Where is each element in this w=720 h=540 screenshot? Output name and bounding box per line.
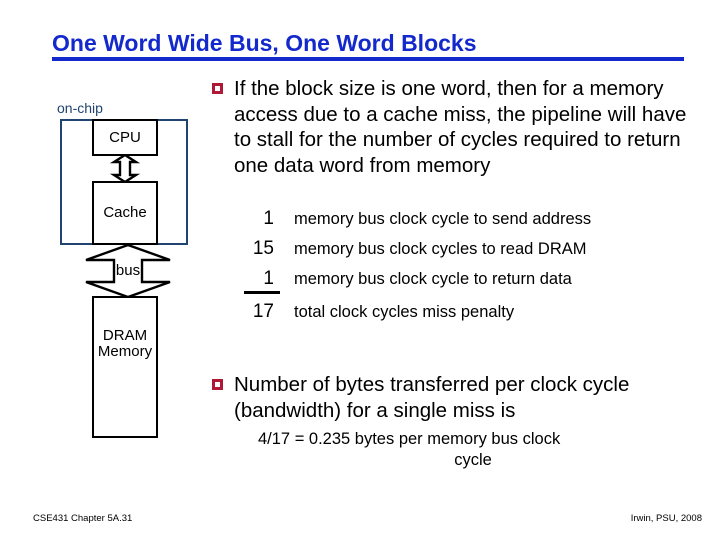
memory-bus-arrow-icon bbox=[85, 245, 171, 297]
bandwidth-formula: 4/17 = 0.235 bytes per memory bus clock … bbox=[212, 429, 708, 471]
bullet-item-text: Number of bytes transferred per clock cy… bbox=[234, 373, 630, 422]
bullet-item: Number of bytes transferred per clock cy… bbox=[212, 372, 708, 423]
cycle-row: 15 memory bus clock cycles to read DRAM bbox=[236, 238, 666, 268]
memory-hierarchy-diagram: on-chip CPU Cache bus DRAM Memory bbox=[0, 0, 220, 460]
cache-block: Cache bbox=[92, 181, 158, 245]
cycle-total-description: total clock cycles miss penalty bbox=[294, 303, 515, 321]
footer-course-label: CSE431 Chapter 5A.31 bbox=[33, 513, 133, 524]
cycle-description: memory bus clock cycle to send address bbox=[294, 210, 592, 228]
dram-memory-block: DRAM Memory bbox=[92, 296, 158, 438]
bandwidth-formula-line2: cycle bbox=[454, 451, 492, 469]
cycle-count-with-sum-rule: 1 bbox=[244, 268, 280, 294]
cycle-count: 1 bbox=[263, 208, 274, 229]
cpu-cache-connector-arrow-icon bbox=[109, 155, 141, 182]
footer-attribution-label: Irwin, PSU, 2008 bbox=[630, 513, 702, 524]
first-bullet-block: If the block size is one word, then for … bbox=[212, 76, 708, 178]
dram-memory-block-label: DRAM Memory bbox=[98, 328, 152, 360]
dram-label-line1: DRAM bbox=[102, 327, 148, 344]
cycle-row: 1 memory bus clock cycle to return data bbox=[236, 268, 666, 301]
cpu-block-label: CPU bbox=[109, 128, 141, 146]
miss-penalty-breakdown: 1 memory bus clock cycle to send address… bbox=[236, 208, 666, 331]
cycle-description: memory bus clock cycles to read DRAM bbox=[294, 240, 587, 258]
bullet-square-icon bbox=[212, 379, 223, 390]
cache-block-label: Cache bbox=[103, 204, 147, 222]
onchip-label: on-chip bbox=[57, 100, 103, 116]
cycle-total-row: 17 total clock cycles miss penalty bbox=[236, 301, 666, 331]
bandwidth-formula-line1: 4/17 = 0.235 bytes per memory bus clock bbox=[258, 430, 561, 448]
cycle-description: memory bus clock cycle to return data bbox=[294, 270, 572, 288]
bus-label: bus bbox=[115, 262, 141, 279]
cycle-count: 15 bbox=[252, 238, 274, 259]
bullet-square-icon bbox=[212, 83, 223, 94]
bullet-item: If the block size is one word, then for … bbox=[212, 76, 708, 178]
bullet-item-text: If the block size is one word, then for … bbox=[234, 77, 687, 177]
cycle-row: 1 memory bus clock cycle to send address bbox=[236, 208, 666, 238]
cpu-block: CPU bbox=[92, 119, 158, 156]
cycle-total-count: 17 bbox=[252, 301, 274, 322]
title-underline-rule bbox=[52, 57, 684, 61]
page-title: One Word Wide Bus, One Word Blocks bbox=[52, 30, 477, 56]
second-bullet-block: Number of bytes transferred per clock cy… bbox=[212, 372, 708, 471]
dram-label-line2: Memory bbox=[97, 342, 153, 360]
